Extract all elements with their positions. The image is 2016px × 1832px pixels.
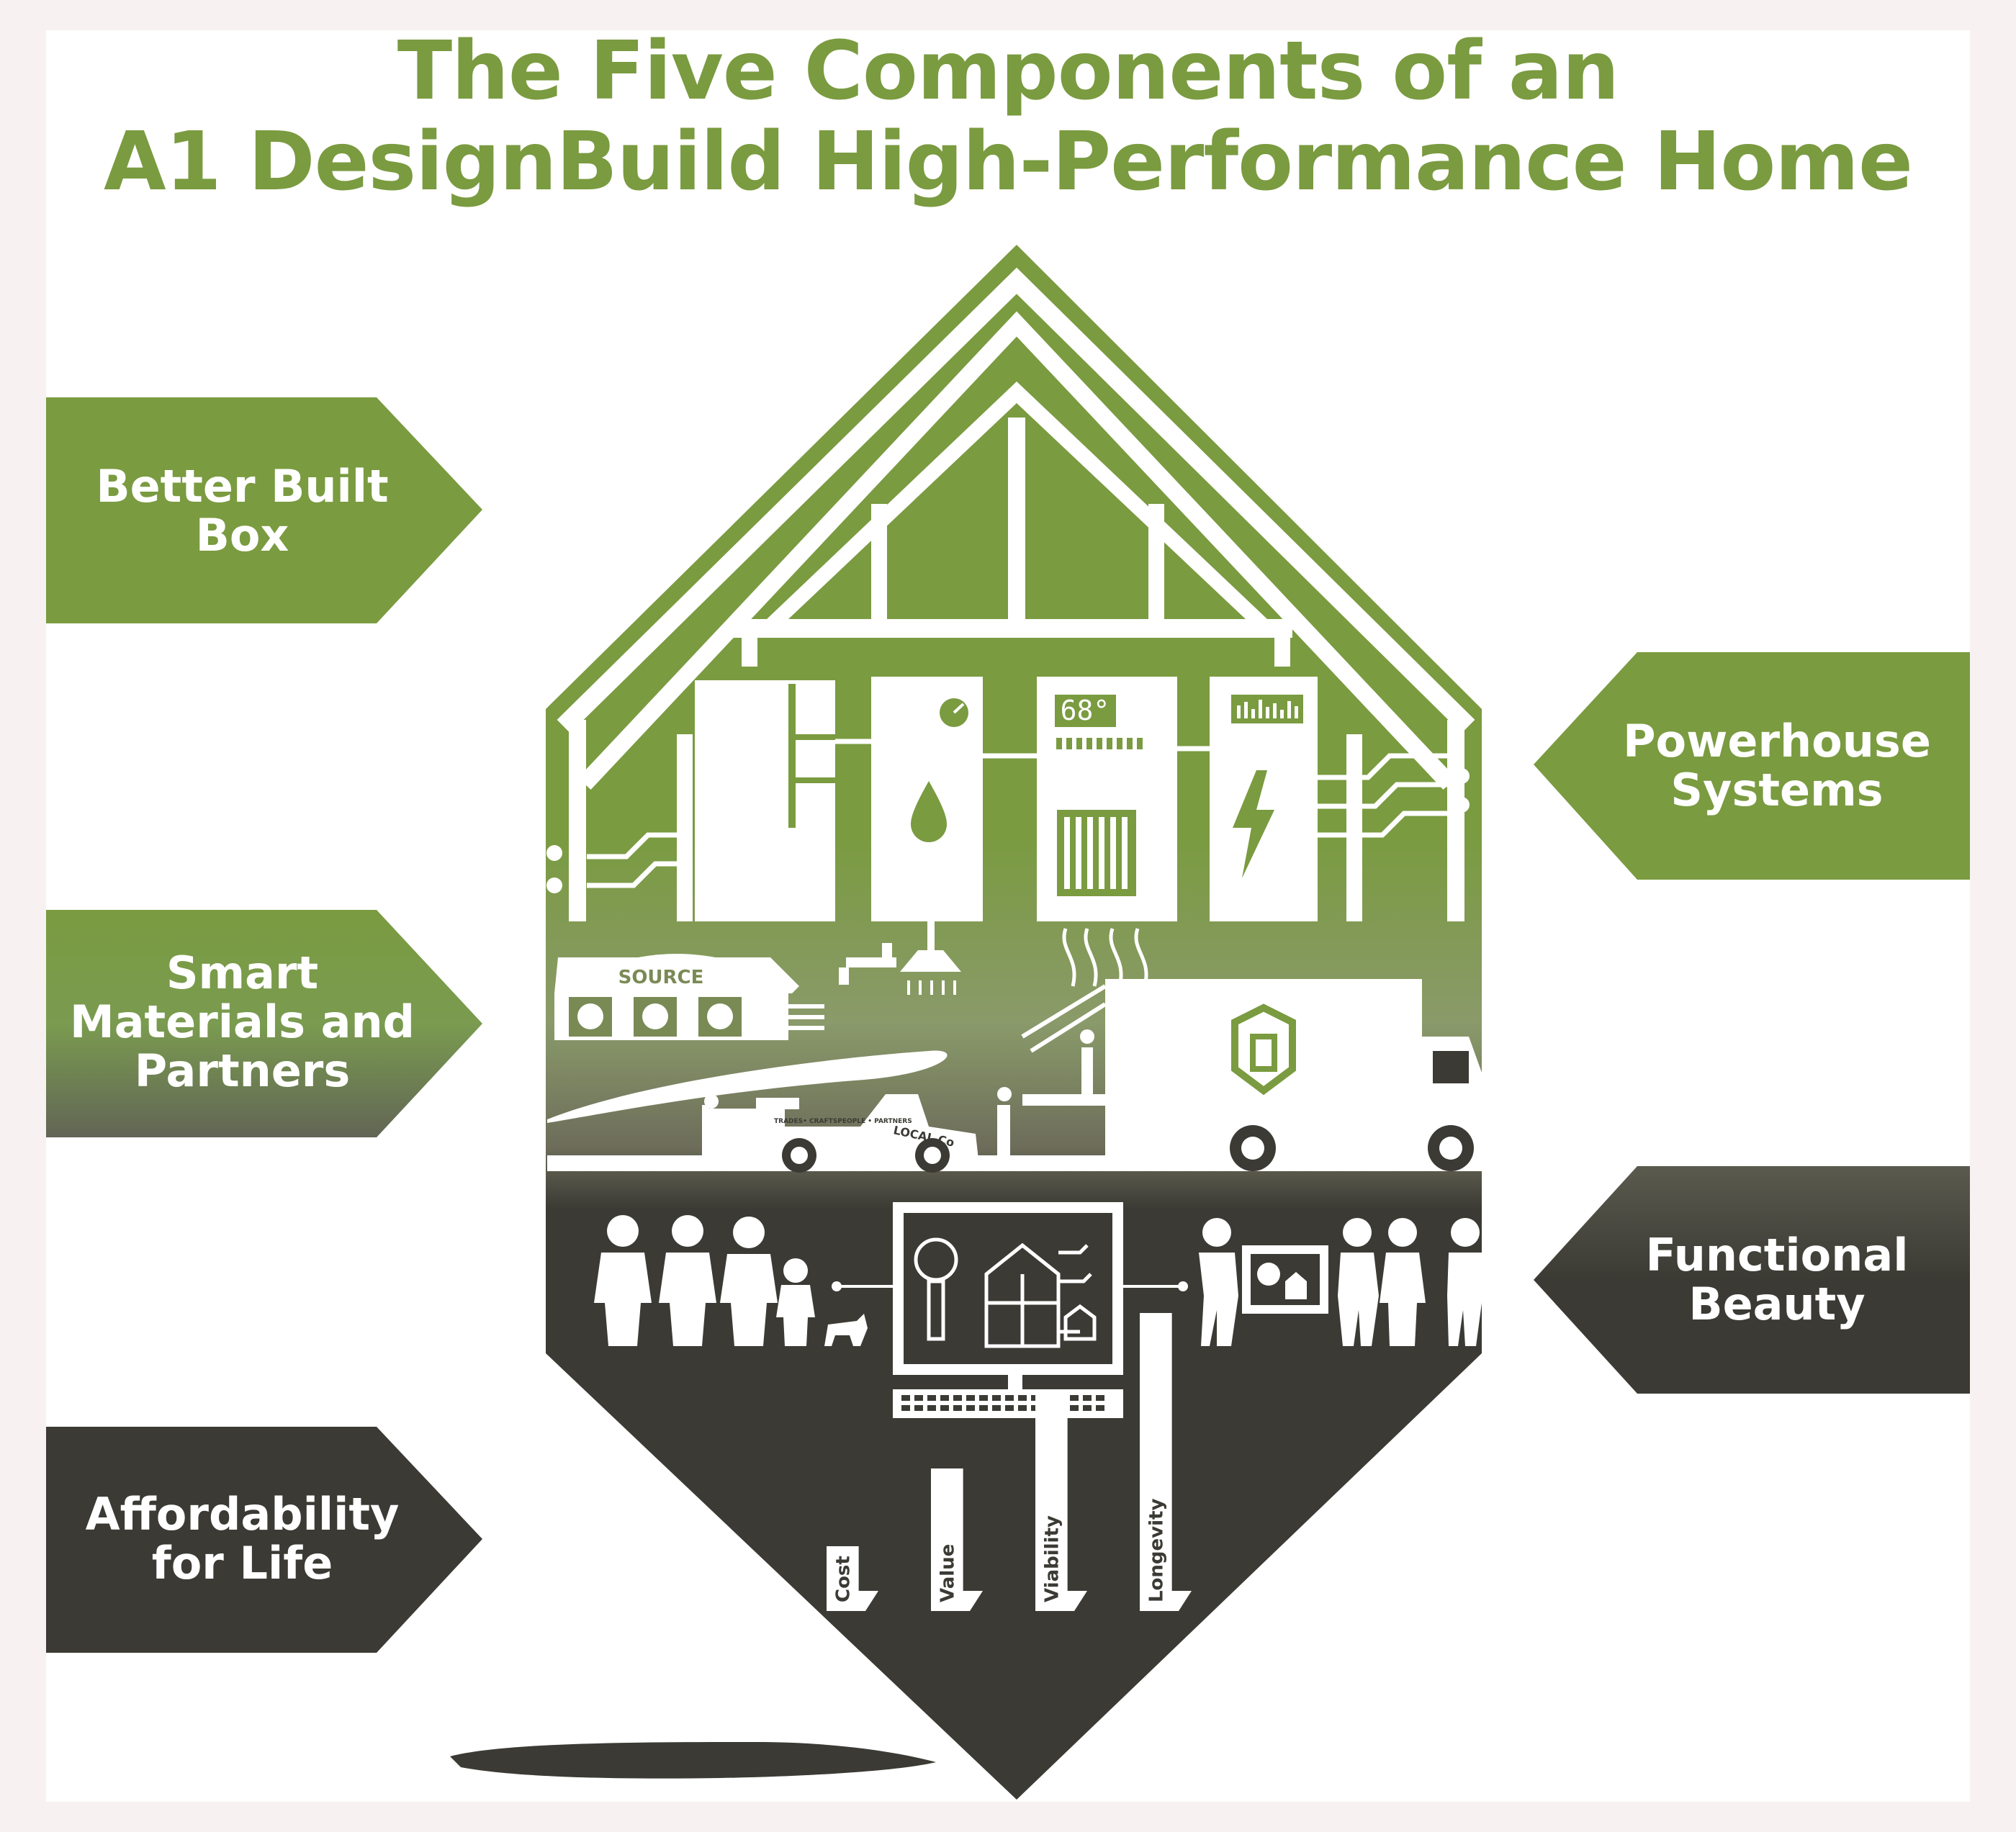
bar-label-longevity: Longevity xyxy=(1146,1499,1167,1602)
appliance-details: 68° xyxy=(788,684,1303,896)
globe-icon xyxy=(707,1003,733,1029)
title-line-2: A1 DesignBuild High-Performance Home xyxy=(104,115,1913,209)
component-affordability-for-life: Affordability for Life xyxy=(85,1488,400,1589)
callout-arrows xyxy=(46,397,1970,1653)
affordability-bars: Cost Value Viability Longevity xyxy=(827,1313,1192,1611)
lightning-icon xyxy=(1233,770,1274,878)
component-better-built-box: Better Built Box xyxy=(96,460,389,561)
bar-value xyxy=(931,1468,983,1611)
recycle-icon xyxy=(642,1003,668,1029)
logo-shield-icon xyxy=(1231,1003,1296,1096)
page-title: The Five Components of an A1 DesignBuild… xyxy=(0,26,2016,207)
ground-shadow xyxy=(450,1742,936,1779)
bar-label-viability: Viability xyxy=(1041,1515,1063,1602)
circuit-lines xyxy=(587,739,1447,888)
smart-materials-arrow xyxy=(46,910,482,1137)
truck-caption: TRADES• CRAFTSPEOPLE • PARTNERS xyxy=(774,1118,912,1125)
bar-label-value: Value xyxy=(937,1544,958,1602)
store-sign: SOURCE xyxy=(618,967,704,988)
affordability-arrow xyxy=(46,1427,482,1653)
family-figures xyxy=(594,1215,868,1346)
source-store: SOURCE xyxy=(554,954,824,1040)
design-computer xyxy=(893,1202,1123,1418)
title-line-1: The Five Components of an xyxy=(397,24,1620,118)
powerhouse-systems-arrow xyxy=(1534,652,1970,880)
pickup-truck xyxy=(702,1094,979,1173)
bar-viability xyxy=(1035,1391,1087,1611)
road xyxy=(547,1050,948,1123)
design-team xyxy=(1199,1218,1482,1346)
component-functional-beauty: Functional Beauty xyxy=(1645,1229,1909,1330)
bar-longevity xyxy=(1140,1313,1192,1611)
workers xyxy=(704,1029,1094,1163)
bar-cost xyxy=(827,1546,878,1611)
functional-beauty-arrow xyxy=(1534,1166,1970,1394)
vent-lines xyxy=(1062,928,1148,987)
component-smart-materials: Smart Materials and Partners xyxy=(70,947,415,1097)
ladder xyxy=(1021,984,1107,1053)
house-frame xyxy=(569,382,1464,921)
bar-label-cost: Cost xyxy=(832,1556,854,1602)
box-truck xyxy=(1105,979,1482,1171)
shower-icon xyxy=(900,921,961,995)
component-powerhouse-systems: Powerhouse Systems xyxy=(1623,715,1931,816)
water-drop-icon xyxy=(911,781,947,842)
thermostat-readout: 68° xyxy=(1061,695,1110,726)
circuit-nodes xyxy=(546,768,1470,893)
tree-icon xyxy=(577,1003,603,1029)
faucet-icon xyxy=(839,943,896,985)
better-built-box-arrow xyxy=(46,397,482,623)
